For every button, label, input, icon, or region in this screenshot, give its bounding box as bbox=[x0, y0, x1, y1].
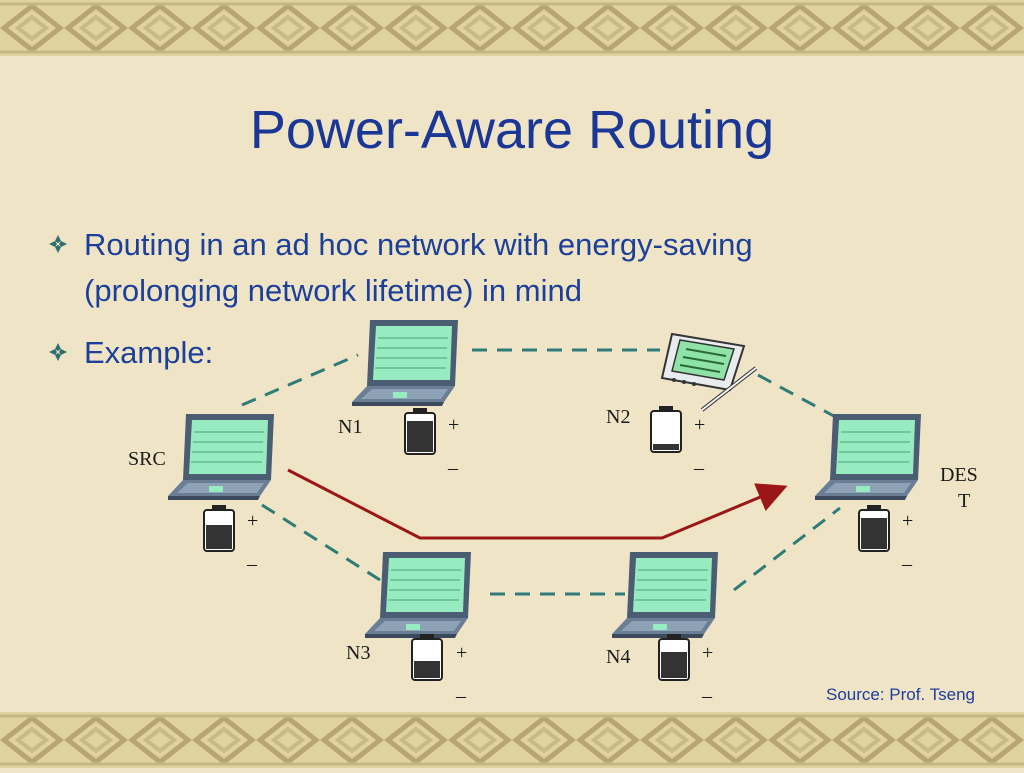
battery-plus-n1: + bbox=[448, 414, 460, 436]
link-n4-dest bbox=[733, 506, 841, 592]
selected-route-arrow bbox=[287, 468, 788, 540]
bottom-decorative-border bbox=[0, 712, 1024, 768]
battery-minus-n2: – bbox=[694, 457, 704, 479]
pda-icon bbox=[660, 332, 758, 412]
link-src-n3 bbox=[261, 503, 381, 582]
bullet-text: Example: bbox=[84, 335, 214, 370]
link-lines bbox=[241, 348, 857, 596]
battery-minus-n1: – bbox=[448, 457, 458, 479]
laptop-icon bbox=[167, 413, 275, 501]
battery-icon-n2 bbox=[650, 405, 682, 453]
laptop-icon bbox=[814, 413, 922, 501]
laptop-icon bbox=[351, 319, 459, 407]
battery-plus-n4: + bbox=[702, 642, 714, 664]
battery-icon-n1 bbox=[404, 407, 436, 455]
battery-plus-n2: + bbox=[694, 414, 706, 436]
node-label-n2: N2 bbox=[606, 406, 631, 428]
node-label-n1: N1 bbox=[338, 416, 363, 438]
battery-icon-n3 bbox=[411, 633, 443, 681]
battery-minus-n3: – bbox=[456, 685, 466, 707]
battery-icon-src bbox=[203, 504, 235, 552]
slide-title: Power-Aware Routing bbox=[249, 100, 775, 160]
node-label-n4: N4 bbox=[606, 646, 631, 668]
laptop-icon bbox=[611, 551, 719, 639]
diamond-bullet-icon bbox=[49, 235, 67, 253]
battery-icon-dest bbox=[858, 504, 890, 552]
battery-plus-dest: + bbox=[902, 510, 914, 532]
link-n2-dest bbox=[757, 373, 857, 430]
node-label-n3: N3 bbox=[346, 642, 371, 664]
node-label-dest-line1: DES bbox=[940, 464, 978, 486]
battery-minus-src: – bbox=[247, 553, 257, 575]
battery-plus-src: + bbox=[247, 510, 259, 532]
source-credit: Source: Prof. Tseng bbox=[826, 685, 975, 704]
top-decorative-border bbox=[0, 0, 1024, 56]
battery-icon-n4 bbox=[658, 633, 690, 681]
link-src-n1 bbox=[241, 353, 359, 407]
bullet-text: Routing in an ad hoc network with energy… bbox=[84, 227, 753, 308]
bottom-border-pattern bbox=[0, 712, 1024, 768]
laptop-icon bbox=[364, 551, 472, 639]
node-label-src: SRC bbox=[128, 448, 166, 470]
battery-plus-n3: + bbox=[456, 642, 468, 664]
node-label-dest-line2: T bbox=[958, 490, 971, 512]
top-border-pattern bbox=[0, 0, 1024, 56]
battery-minus-dest: – bbox=[902, 553, 912, 575]
diamond-bullet-icon bbox=[49, 343, 67, 361]
battery-minus-n4: – bbox=[702, 685, 712, 707]
